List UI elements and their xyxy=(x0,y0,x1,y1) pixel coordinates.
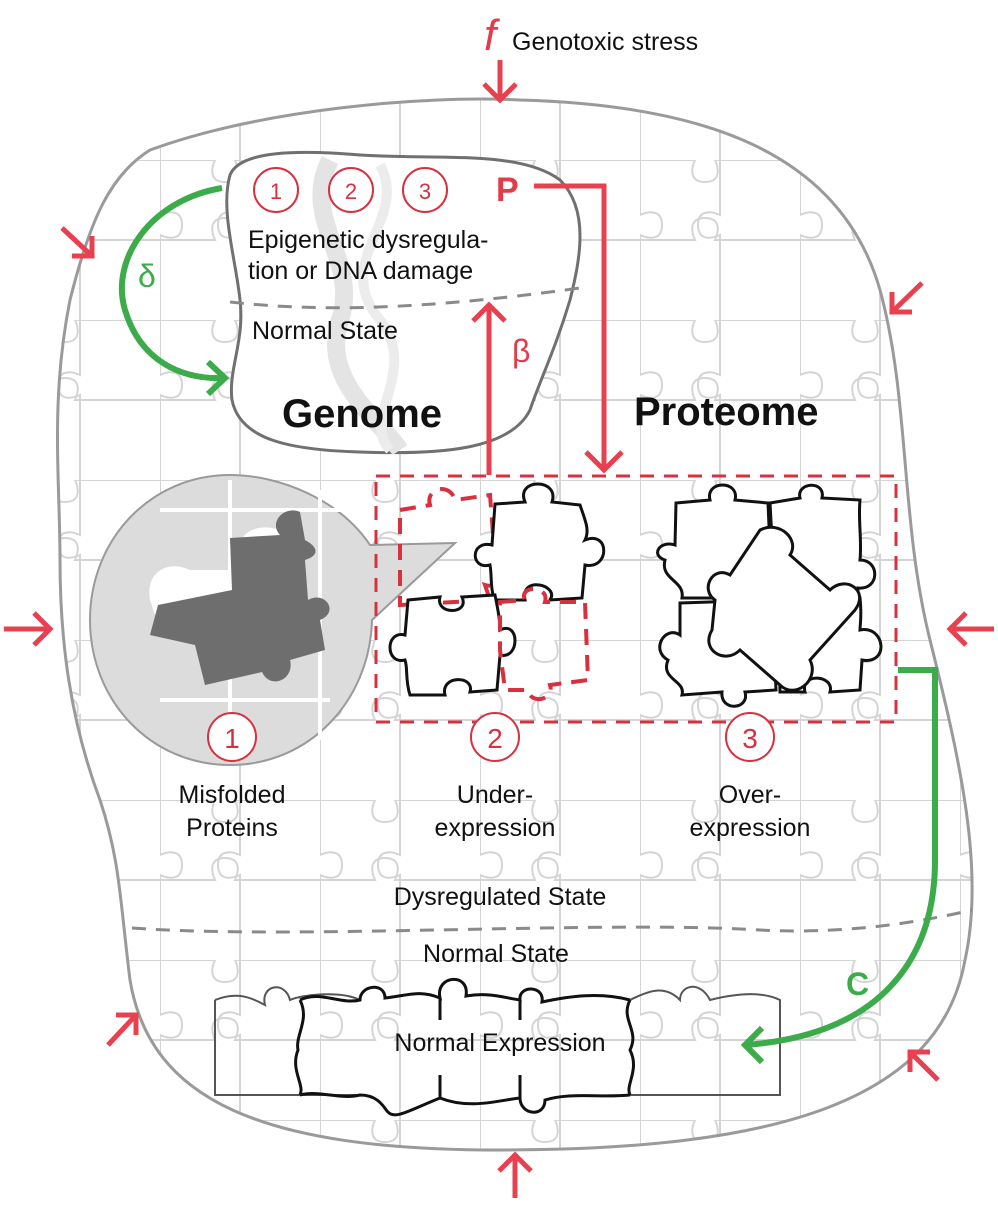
stress-arrow-bottom xyxy=(497,1151,533,1198)
proteome-title: Proteome xyxy=(634,390,819,434)
missing-piece-outline xyxy=(398,487,505,608)
svg-text:Misfolded: Misfolded xyxy=(179,781,286,809)
svg-text:3: 3 xyxy=(742,723,758,754)
svg-text:expression: expression xyxy=(435,814,556,842)
proteome-category-3: 3 Over- expression xyxy=(690,712,811,842)
stress-arrow-right xyxy=(946,611,994,647)
delta-label: δ xyxy=(138,258,156,294)
svg-text:Under-: Under- xyxy=(457,781,533,809)
stress-arrow-top xyxy=(482,60,518,104)
svg-text:3: 3 xyxy=(419,179,431,204)
svg-text:2: 2 xyxy=(345,179,357,204)
genome-title: Genome xyxy=(282,392,442,436)
dna-helix-watermark xyxy=(312,155,408,456)
svg-text:1: 1 xyxy=(270,179,282,204)
genome-damage-line2: tion or DNA damage xyxy=(248,257,473,285)
genome-region: 1 2 3 Epigenetic dysregula- tion or DNA … xyxy=(225,150,582,456)
genome-marker-3: 3 xyxy=(402,167,448,213)
c-arrow xyxy=(740,667,938,1065)
overexpression-pieces xyxy=(656,483,883,708)
puzzle-piece xyxy=(473,482,606,602)
stress-symbol: f xyxy=(484,11,501,60)
svg-text:Proteins: Proteins xyxy=(186,814,278,842)
stress-arrow-top-left xyxy=(60,226,95,259)
genome-normal-state: Normal State xyxy=(252,317,398,345)
genome-marker-1: 1 xyxy=(253,167,299,213)
genome-damage-line1: Epigenetic dysregula- xyxy=(248,226,488,254)
p-label: P xyxy=(496,171,519,209)
genome-marker-2: 2 xyxy=(328,167,374,213)
svg-text:1: 1 xyxy=(224,723,240,754)
svg-text:expression: expression xyxy=(690,814,811,842)
stress-arrow-left xyxy=(4,611,54,647)
state-divider xyxy=(131,908,973,934)
stress-arrow-bottom-right xyxy=(907,1049,940,1082)
misfolded-piece-icon xyxy=(150,510,330,685)
extra-puzzle-piece xyxy=(706,525,862,692)
svg-text:2: 2 xyxy=(487,723,503,754)
stress-arrows xyxy=(4,60,994,1198)
beta-arrow xyxy=(471,301,507,475)
underexpression-pieces xyxy=(388,482,606,701)
beta-label: β xyxy=(512,333,530,369)
c-label: C xyxy=(846,966,869,1002)
dysregulated-state-label: Dysregulated State xyxy=(394,883,607,911)
stress-arrow-top-right xyxy=(889,281,924,315)
normal-state-label: Normal State xyxy=(423,940,569,968)
puzzle-piece xyxy=(388,593,517,697)
genome-blob xyxy=(225,150,582,455)
normal-expression-puzzle: Normal Expression xyxy=(214,977,781,1117)
missing-piece-outline xyxy=(498,587,591,701)
delta-arrow xyxy=(118,185,230,397)
normal-expression-label: Normal Expression xyxy=(394,1029,605,1057)
stress-arrow-bottom-left xyxy=(106,1012,139,1047)
genome-state-divider xyxy=(229,286,581,310)
cell-boundary xyxy=(56,97,974,1152)
proteome-category-1: 1 Misfolded Proteins xyxy=(179,712,286,842)
misfolded-magnifier xyxy=(88,473,458,767)
stress-label: Genotoxic stress xyxy=(512,28,698,56)
p-arrow xyxy=(534,183,624,474)
svg-text:Over-: Over- xyxy=(719,781,782,809)
proteome-category-2: 2 Under- expression xyxy=(435,712,556,842)
